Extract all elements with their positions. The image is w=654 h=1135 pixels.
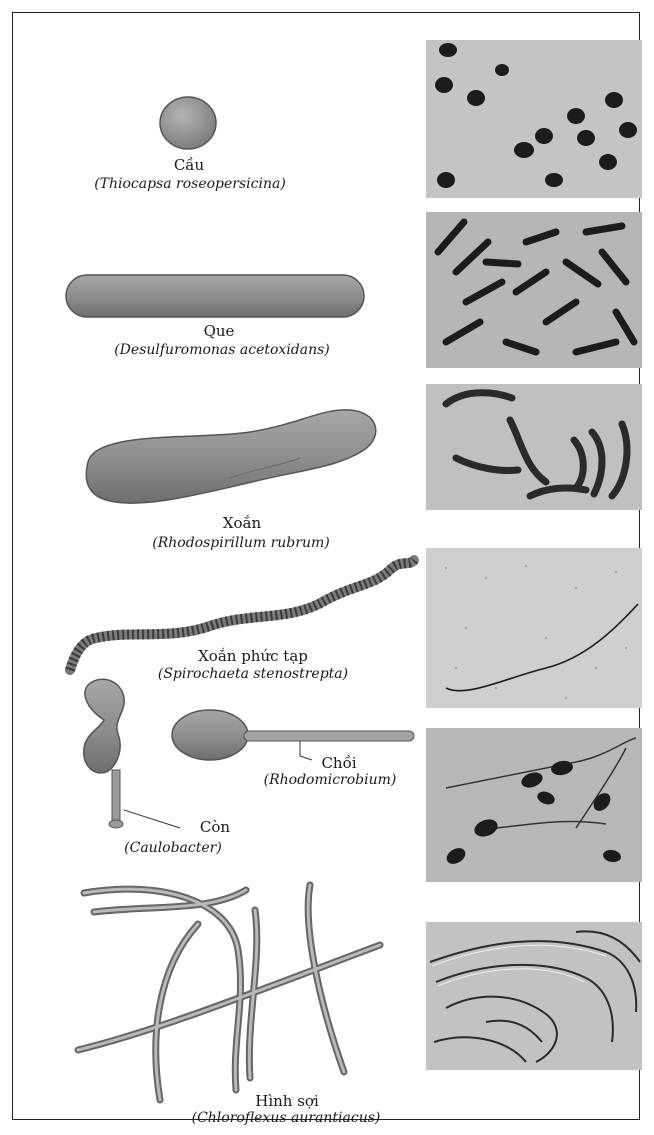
sci-cau: (Thiocapsa roseopersicina) [74,176,306,192]
label-xoan-phuc-tap: Xoắn phức tạp [148,647,358,665]
label-choi: Chồi [304,754,374,772]
sci-hinh-soi: (Chloroflexus aurantiacus) [150,1110,422,1126]
caulobacter-cell [84,679,124,773]
sci-choi: (Rhodomicrobium) [240,772,420,788]
micrograph-coccus [426,40,642,198]
rhodomicrobium-hypha [244,731,414,741]
label-cau: Cầu [130,156,248,174]
sci-xoan: (Rhodospirillum rubrum) [126,535,356,551]
label-xoan: Xoắn [183,514,301,532]
filaments [78,885,380,1100]
label-con: Còn [180,818,250,836]
micrograph-spirochete [426,548,642,708]
sci-xoan-phuc-tap: (Spirochaeta stenostrepta) [140,666,366,682]
coccus-cell [160,97,216,149]
caulobacter-stalk [112,770,120,822]
holdfast-pointer [124,810,180,828]
sci-con: (Caulobacter) [88,840,258,856]
spirillum-cell [86,410,375,503]
rod-cell [66,275,364,317]
micrograph-spirillum [426,384,642,510]
sci-que: (Desulfuromonas acetoxidans) [98,342,346,358]
micrograph-budding [426,728,642,882]
label-que: Que [160,322,278,340]
label-hinh-soi: Hình sợi [222,1092,352,1110]
micrograph-rod [426,212,642,368]
rhodomicrobium-cell [172,710,248,760]
micrograph-filament [426,922,642,1070]
